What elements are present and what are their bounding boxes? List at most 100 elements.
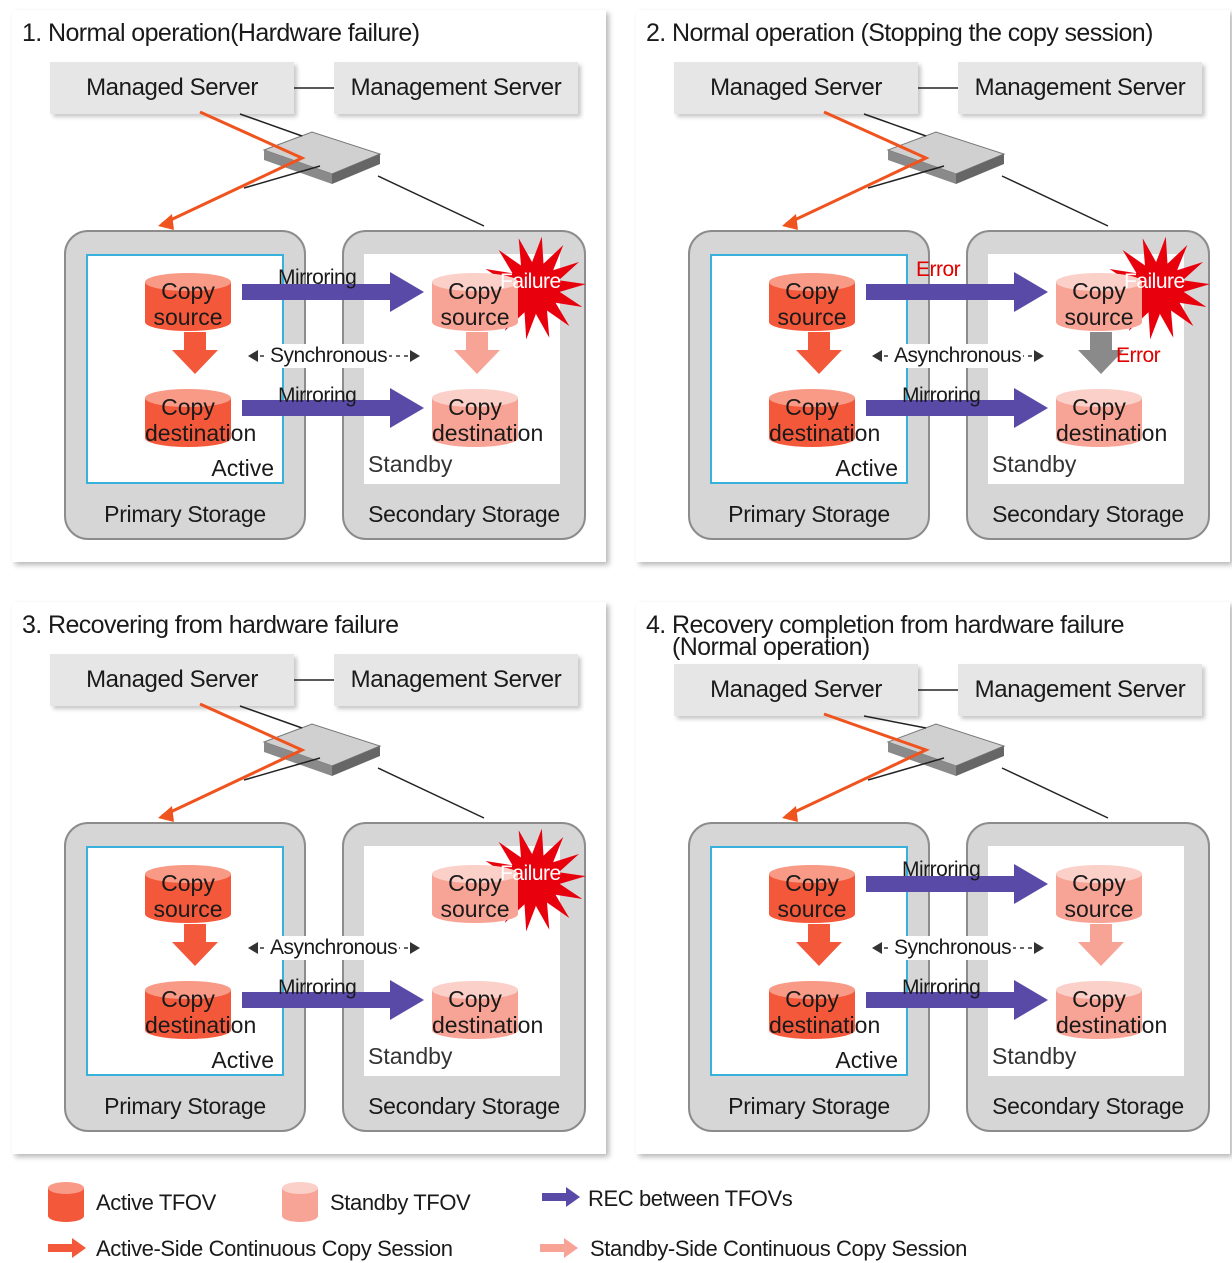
primary-copy-source-label: Copy source	[153, 870, 223, 922]
standby-tfov-icon	[282, 1182, 318, 1222]
failure-star-icon	[1106, 236, 1210, 340]
orange-access-path	[785, 712, 930, 818]
connection-graphics	[158, 679, 586, 1020]
bottom-mirroring-label: Mirroring	[278, 976, 357, 999]
failure-star-icon	[482, 236, 586, 340]
cylinder-icon	[432, 389, 518, 447]
side-error-label: Error	[1116, 344, 1161, 367]
panel-1: 1. Normal operation(Hardware failure) Man…	[12, 10, 606, 562]
orange-arrowhead	[782, 214, 798, 230]
secondary-copy-source-label: Copy source	[440, 870, 510, 922]
cylinder-icon	[1056, 865, 1142, 923]
orange-arrowhead	[782, 806, 798, 822]
switch-to-primary-line	[867, 757, 945, 781]
failure-label: Failure	[1124, 270, 1185, 293]
rec-arrow-bottom	[242, 980, 424, 1020]
top-error-label: Error	[916, 258, 961, 281]
rec-arrow-top	[242, 272, 424, 312]
primary-copy-source-label: Copy source	[777, 870, 847, 922]
connection-graphics	[782, 689, 1124, 1020]
primary-state: Active	[211, 455, 274, 481]
active-session-arrow	[796, 332, 842, 374]
legend-rec: REC between TFOVs	[588, 1186, 793, 1211]
rec-arrow-top	[866, 272, 1048, 312]
failure-label: Failure	[500, 862, 561, 885]
secondary-copy-source-label: Copy source	[1064, 870, 1134, 922]
top-mirroring-label: Mirroring	[902, 858, 981, 881]
switch-to-secondary-line	[1001, 175, 1109, 227]
cylinder-icon	[769, 389, 855, 447]
primary-copy-destination: Copy destination	[769, 388, 880, 448]
cylinder-icon	[432, 981, 518, 1039]
connection-graphics	[158, 87, 586, 428]
primary-storage-label: Primary Storage	[728, 1093, 890, 1119]
panel-title-line2: (Normal operation)	[672, 633, 870, 661]
standby-session-arrow	[1078, 924, 1124, 966]
switch-to-primary-line	[867, 165, 945, 189]
network-switch-icon	[886, 723, 1006, 776]
legend-standby-session: Standby-Side Continuous Copy Session	[590, 1236, 967, 1261]
management-server-box: Management Server	[334, 654, 578, 706]
bottom-mirroring-label: Mirroring	[902, 384, 981, 407]
cylinder-icon	[432, 273, 518, 331]
rec-arrow-bottom	[866, 388, 1048, 428]
secondary-storage-label: Secondary Storage	[368, 1093, 560, 1119]
secondary-storage-label: Secondary Storage	[992, 501, 1184, 527]
orange-arrowhead	[158, 214, 174, 230]
rec-arrow-bottom	[242, 388, 424, 428]
switch-to-primary-line	[243, 165, 321, 189]
primary-copy-source: Copy source	[769, 864, 855, 924]
managed-to-switch-line	[863, 715, 927, 729]
panel-title: 3. Recovering from hardware failure	[22, 611, 399, 639]
management-server-box: Management Server	[958, 62, 1202, 114]
switch-to-secondary-line	[377, 767, 485, 819]
legend-standby-tfov: Standby TFOV	[330, 1190, 471, 1215]
primary-storage-label: Primary Storage	[728, 501, 890, 527]
cylinder-icon	[769, 273, 855, 331]
secondary-state: Standby	[368, 1043, 453, 1069]
cylinder-icon	[769, 981, 855, 1039]
cylinder-icon	[145, 273, 231, 331]
orange-access-path	[785, 110, 930, 226]
switch-to-primary-line	[243, 757, 321, 781]
rec-arrow-bottom	[866, 980, 1048, 1020]
active-session-arrow	[172, 332, 218, 374]
managed-server-box: Managed Server	[674, 62, 918, 114]
standby-session-arrow-icon	[540, 1238, 578, 1258]
panel-title: 1. Normal operation(Hardware failure)	[22, 19, 420, 47]
managed-to-switch-line	[239, 113, 303, 137]
managed-server-box: Managed Server	[50, 62, 294, 114]
secondary-copy-source-label: Copy source	[1064, 278, 1134, 330]
primary-copy-source: Copy source	[145, 272, 231, 332]
secondary-copy-source: Copy source	[1056, 864, 1142, 924]
management-server-box: Management Server	[334, 62, 578, 114]
secondary-storage-label: Secondary Storage	[992, 1093, 1184, 1119]
primary-storage-label: Primary Storage	[104, 501, 266, 527]
managed-server-box: Managed Server	[674, 664, 918, 716]
cylinder-icon	[145, 981, 231, 1039]
top-mirroring-label: Mirroring	[278, 266, 357, 289]
copy-mode-label: Asynchronous	[268, 936, 400, 960]
secondary-state: Standby	[992, 451, 1077, 477]
managed-server-box: Managed Server	[50, 654, 294, 706]
panel-4: 4. Recovery completion from hardware fai…	[636, 602, 1230, 1154]
rec-arrow-icon	[542, 1187, 580, 1207]
primary-state: Active	[835, 1047, 898, 1073]
secondary-copy-source: Copy source	[432, 272, 518, 332]
panel-title: 2. Normal operation (Stopping the copy s…	[646, 19, 1153, 47]
primary-copy-source-label: Copy source	[777, 278, 847, 330]
orange-access-path	[161, 110, 306, 226]
active-session-arrow	[172, 924, 218, 966]
standby-session-arrow	[454, 332, 500, 374]
legend-active-tfov: Active TFOV	[96, 1190, 216, 1215]
secondary-copy-source-label: Copy source	[440, 278, 510, 330]
primary-state: Active	[211, 1047, 274, 1073]
legend-active-session: Active-Side Continuous Copy Session	[96, 1236, 453, 1261]
active-session-arrow-icon	[48, 1238, 86, 1258]
cylinder-icon	[769, 865, 855, 923]
secondary-copy-source: Copy source	[432, 864, 518, 924]
network-switch-icon	[262, 723, 382, 776]
secondary-state: Standby	[368, 451, 453, 477]
